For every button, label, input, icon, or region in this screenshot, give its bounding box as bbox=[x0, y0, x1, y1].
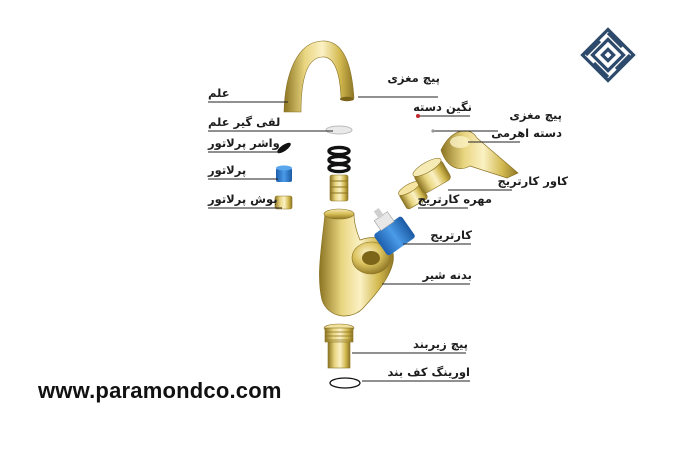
aerator-housing-part bbox=[274, 195, 293, 210]
label-spout-ring: لقی گیر علم bbox=[208, 115, 281, 129]
spout-connector-part bbox=[329, 174, 349, 202]
label-faucet-body: بدنه شیر bbox=[422, 268, 472, 282]
label-cartridge-nut: مهره کارتریج bbox=[417, 192, 492, 206]
lever-handle-part bbox=[440, 130, 519, 179]
spout-part bbox=[283, 40, 355, 113]
label-aerator-washer: واشر پرلاتور bbox=[208, 136, 280, 150]
label-cartridge: کارتریج bbox=[430, 228, 472, 242]
label-spout: علم bbox=[208, 86, 230, 100]
label-lever-handle: دسته اهرمی bbox=[491, 126, 562, 140]
label-core-screw-handle: پیچ مغزی bbox=[509, 108, 562, 122]
cartridge-part bbox=[373, 207, 415, 256]
label-aerator: پرلاتور bbox=[208, 163, 247, 177]
label-cartridge-cover: کاور کارتریج bbox=[497, 174, 568, 188]
base-oring-part bbox=[329, 377, 361, 389]
label-base-oring: اورینگ کف بند bbox=[387, 365, 470, 379]
label-aerator-housing: بوش پرلاتور bbox=[208, 192, 278, 206]
handle-stone-dot bbox=[416, 114, 420, 118]
base-screw-part bbox=[323, 323, 355, 369]
aerator-washer-part bbox=[277, 142, 291, 154]
brand-logo bbox=[580, 27, 636, 83]
o-rings-part bbox=[327, 145, 351, 174]
leader-lines bbox=[208, 96, 520, 382]
aerator-part bbox=[276, 165, 292, 182]
spout-ring-part bbox=[325, 125, 353, 135]
label-base-screw: پیچ زیربند bbox=[412, 337, 468, 351]
website-url: www.paramondco.com bbox=[38, 378, 282, 403]
label-core-screw-top: پیچ مغزی bbox=[387, 71, 440, 85]
faucet-body-part bbox=[319, 208, 394, 317]
core-screw-handle-dot bbox=[431, 129, 435, 133]
cartridge-cover-part bbox=[412, 157, 451, 194]
label-handle-stone: نگین دسته bbox=[413, 100, 472, 114]
